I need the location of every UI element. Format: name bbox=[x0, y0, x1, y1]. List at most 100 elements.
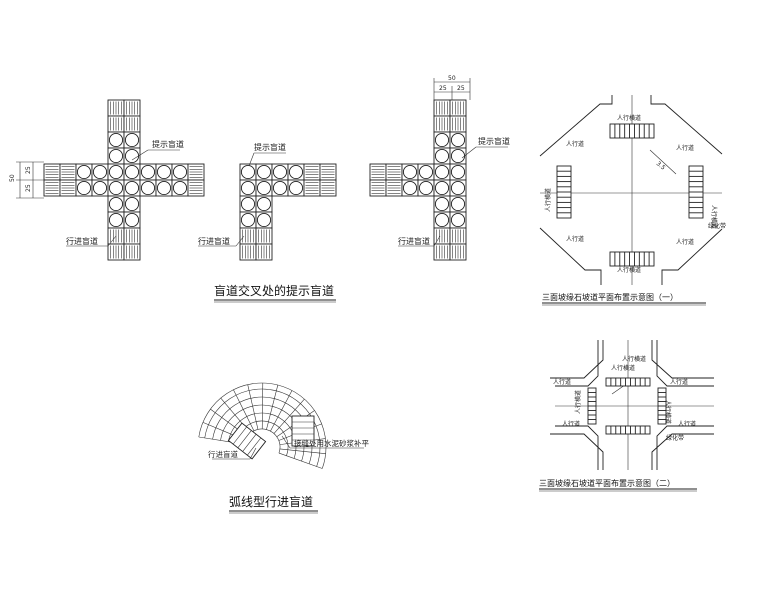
warning-dot bbox=[256, 180, 272, 196]
warning-dot bbox=[418, 180, 434, 196]
warning-dot bbox=[240, 212, 256, 228]
plan1-label-crosswalk-right: 人行横道 bbox=[710, 205, 718, 229]
plan-two-diagram: 人行横道 人行横道 人行道 人行道 人行横道 人行横道 人行道 人行道 绿化带 bbox=[550, 340, 714, 470]
plan1-edge-se bbox=[661, 228, 723, 285]
warning-dot bbox=[172, 180, 188, 196]
warning-dot bbox=[124, 212, 140, 228]
cross-warning-arrow bbox=[131, 149, 149, 161]
plan1-dim: 3.5 bbox=[655, 160, 667, 172]
warning-dot bbox=[108, 196, 124, 212]
plan1-dim-line bbox=[649, 149, 677, 175]
t-junction-tactile-diagram: 50 25 25 提示盲道 行进盲道 bbox=[369, 75, 510, 261]
warning-dot bbox=[272, 164, 288, 180]
warning-dot bbox=[288, 164, 304, 180]
warning-dot bbox=[450, 196, 466, 212]
curve-joint-label: 接缝处用水泥砂浆补平 bbox=[294, 438, 369, 448]
warning-dot bbox=[240, 180, 256, 196]
curve-spoke bbox=[266, 384, 279, 430]
curve-joint-arrow bbox=[281, 435, 291, 449]
warning-dot bbox=[450, 148, 466, 164]
warning-dot bbox=[172, 164, 188, 180]
warning-dot bbox=[140, 180, 156, 196]
cross-dimension: 50 25 25 bbox=[9, 161, 44, 199]
curve-title: 弧线型行进盲道 bbox=[229, 494, 313, 509]
warning-dot bbox=[92, 180, 108, 196]
plan2-edge-ne bbox=[651, 340, 714, 379]
curve-guide-arrow bbox=[249, 447, 257, 460]
warning-dot bbox=[434, 212, 450, 228]
plan-one-diagram: 3.5 人行横道 人行道 人行道 人行横道 人行横道 人行道 人行道 绿化带 人… bbox=[539, 95, 726, 285]
t-dim-total: 50 bbox=[448, 75, 456, 82]
t-warning-label: 提示盲道 bbox=[478, 136, 510, 146]
corner-warning-label: 提示盲道 bbox=[254, 142, 286, 152]
plan1-label-crosswalk-left: 人行横道 bbox=[544, 188, 552, 212]
plan2-crosswalks bbox=[587, 377, 667, 435]
plan2-label-sidewalk-sw: 人行道 bbox=[562, 420, 580, 428]
plan2-label-crosswalk-top2: 人行横道 bbox=[622, 355, 646, 363]
warning-dot bbox=[418, 164, 434, 180]
warning-dot bbox=[272, 180, 288, 196]
plan1-edge-nw bbox=[539, 95, 613, 157]
warning-dot bbox=[108, 212, 124, 228]
plan2-label-sidewalk-nw: 人行道 bbox=[553, 378, 571, 386]
cross-guide-arrow bbox=[107, 235, 117, 247]
plan2-edge-sw bbox=[550, 433, 604, 470]
warning-dot bbox=[256, 196, 272, 212]
warning-dot bbox=[156, 164, 172, 180]
curve-spoke bbox=[273, 398, 305, 434]
warning-dot bbox=[124, 148, 140, 164]
cross-paving-tiles bbox=[43, 99, 205, 261]
plan2-label-green: 绿化带 bbox=[666, 434, 684, 442]
t-dim-half-a: 25 bbox=[439, 85, 447, 92]
curve-spoke bbox=[247, 384, 259, 430]
warning-dot bbox=[402, 164, 418, 180]
curve-tail-bar bbox=[247, 437, 262, 456]
curve-tail-bar bbox=[242, 433, 257, 452]
warning-dot bbox=[240, 164, 256, 180]
curve-spoke bbox=[279, 448, 326, 455]
t-guide-label: 行进盲道 bbox=[398, 236, 430, 246]
curve-spoke bbox=[233, 389, 255, 432]
t-warning-arrow bbox=[461, 146, 477, 159]
plan1-label-sidewalk-nw: 人行道 bbox=[566, 140, 584, 148]
cross-warning-label: 提示盲道 bbox=[152, 139, 184, 149]
plan2-label-crosswalk-top: 人行横道 bbox=[611, 364, 635, 372]
curve-spoke bbox=[261, 383, 264, 430]
curve-tail-bar bbox=[232, 426, 247, 445]
curved-tactile-diagram: 行进盲道 接缝处用水泥砂浆补平 bbox=[198, 382, 369, 469]
plan2-curb-sw bbox=[555, 425, 599, 470]
warning-dot bbox=[92, 164, 108, 180]
warning-dot bbox=[108, 132, 124, 148]
corner-paving-tiles bbox=[239, 163, 337, 261]
plan2-curb-ne bbox=[656, 340, 714, 387]
cross-dim-half-a: 25 bbox=[25, 166, 32, 174]
warning-dot bbox=[76, 180, 92, 196]
plan2-crosswalk-top-frame bbox=[605, 377, 651, 387]
warning-dot bbox=[450, 212, 466, 228]
plan2-label-crosswalk-right: 人行横道 bbox=[664, 400, 672, 424]
warning-dot bbox=[288, 180, 304, 196]
plan1-label-crosswalk-bottom: 人行横道 bbox=[617, 266, 641, 274]
warning-dot bbox=[124, 164, 140, 180]
plan2-edge-se bbox=[651, 433, 714, 470]
warning-dot bbox=[76, 164, 92, 180]
plan1-title: 三面坡缘石坡道平面布置示意图（一） bbox=[542, 292, 678, 302]
corner-guide-arrow bbox=[235, 235, 245, 247]
warning-dot bbox=[434, 164, 450, 180]
plan1-label-sidewalk-se: 人行道 bbox=[676, 238, 694, 246]
warning-dot bbox=[450, 164, 466, 180]
corner-guide-label: 行进盲道 bbox=[198, 236, 230, 246]
cross-dim-half-b: 25 bbox=[25, 184, 32, 192]
plan2-curb-nw bbox=[555, 340, 599, 387]
plan2-label-crosswalk-left: 人行横道 bbox=[574, 390, 582, 414]
plan1-edge-ne bbox=[650, 95, 723, 155]
plan2-edge-nw bbox=[550, 340, 604, 379]
warning-dot bbox=[256, 164, 272, 180]
corner-tactile-diagram: 提示盲道 行进盲道 bbox=[198, 142, 337, 261]
warning-dot bbox=[108, 148, 124, 164]
corner-warning-arrow bbox=[248, 152, 255, 167]
cross-dim-total: 50 bbox=[9, 174, 16, 182]
warning-dot bbox=[140, 164, 156, 180]
warning-dot bbox=[108, 180, 124, 196]
crossing-title: 盲道交叉处的提示盲道 bbox=[214, 283, 334, 298]
